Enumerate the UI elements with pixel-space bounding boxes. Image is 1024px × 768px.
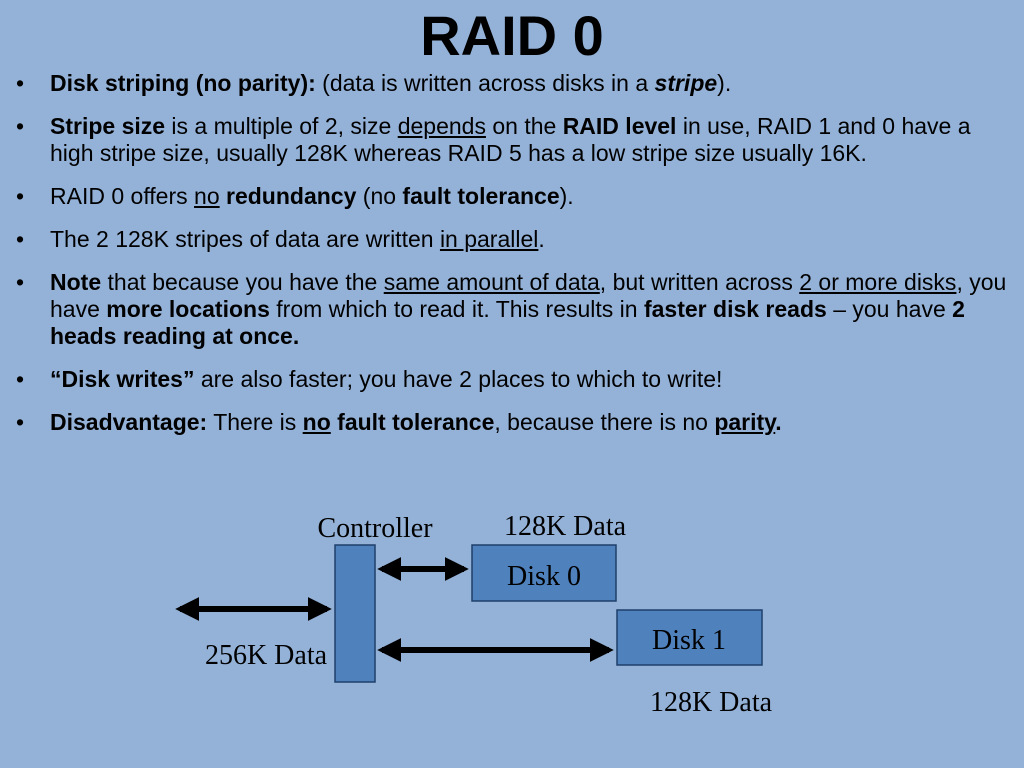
bullet-list: • Disk striping (no parity): (data is wri…: [16, 70, 1016, 452]
bullet-marker: •: [16, 70, 25, 96]
bullet-text-segment: Note: [50, 269, 102, 295]
bullet-text-segment: parity: [714, 409, 776, 435]
bullet-text-segment: 2 or more disks: [799, 269, 957, 295]
disk0-label: Disk 0: [507, 561, 581, 592]
bullet-item: • Disadvantage: There is no fault toleran…: [16, 409, 1016, 436]
bullet-item: •The 2 128K stripes of data are written …: [16, 226, 1016, 253]
bullet-text-segment: no: [194, 183, 220, 209]
bullet-text-segment: The 2 128K stripes of data are written: [50, 226, 440, 252]
bullet-text-segment: .: [538, 226, 545, 252]
bullet-marker: •: [16, 366, 25, 392]
bullet-text-segment: no: [302, 409, 331, 435]
bullet-text-segment: ).: [717, 70, 732, 96]
bullet-text-segment: There is: [207, 409, 303, 435]
bullet-text-segment: , because there is no: [494, 409, 715, 435]
bullet-text-segment: RAID 0 offers: [50, 183, 195, 209]
bullet-text-segment: Stripe size: [50, 113, 166, 139]
bullet-text-segment: is a multiple of 2, size: [165, 113, 398, 139]
bullet-text-segment: Disadvantage:: [50, 409, 208, 435]
bullet-text-segment: (no: [356, 183, 403, 209]
bullet-marker: •: [16, 226, 25, 252]
disk1-box: [616, 609, 763, 666]
bullet-item: • “Disk writes” are also faster; you have…: [16, 366, 1016, 393]
bullet-text-segment: in use, RAID 1 and 0 have a high stripe …: [50, 113, 971, 166]
bullet-item: • RAID 0 offers no redundancy (no fault t…: [16, 183, 1016, 210]
disk1-label: Disk 1: [652, 625, 726, 656]
bullet-text-segment: are also faster; you have 2 places to wh…: [194, 366, 723, 392]
bullet-text-segment: more locations: [106, 296, 270, 322]
disk1-data-label: 128K Data: [650, 687, 773, 718]
bullet-item: • Note that because you have the same amo…: [16, 269, 1016, 350]
bullet-text-segment: on the: [485, 113, 563, 139]
bullet-text-segment: RAID level: [562, 113, 677, 139]
disk0-box: [471, 544, 617, 602]
bullet-text-segment: 2 heads reading at once.: [50, 296, 965, 349]
bullet-text-segment: (data is written across disks in a: [315, 70, 655, 96]
disk0-data-label: 128K Data: [504, 511, 627, 542]
bullet-marker: •: [16, 113, 25, 139]
controller-box: [334, 544, 376, 683]
bullet-text-segment: same amount of data: [383, 269, 600, 295]
bullet-text-segment: .: [775, 409, 782, 435]
input-data-label: 256K Data: [205, 640, 328, 671]
page-title: RAID 0: [420, 4, 604, 67]
bullet-text-segment: that because you have the: [101, 269, 384, 295]
bullet-text-segment: , you have: [50, 269, 1007, 322]
bullet-text-segment: faster disk reads: [643, 296, 827, 322]
bullet-text-segment: ).: [559, 183, 574, 209]
bullet-item: • Stripe size is a multiple of 2, size de…: [16, 113, 1016, 167]
bullet-text-segment: from which to read it. This results in: [269, 296, 644, 322]
bullet-marker: •: [16, 183, 25, 209]
bullet-text-segment: depends: [397, 113, 486, 139]
bullet-text-segment: fault tolerance: [402, 183, 560, 209]
bullet-marker: •: [16, 269, 25, 295]
bullet-text-segment: fault tolerance: [337, 409, 495, 435]
bullet-text-segment: , but written across: [599, 269, 800, 295]
bullet-item: • Disk striping (no parity): (data is wri…: [16, 70, 1016, 97]
bullet-text-segment: “Disk writes”: [50, 366, 195, 392]
bullet-text-segment: redundancy: [226, 183, 357, 209]
bullet-marker: •: [16, 409, 25, 435]
bullet-text-segment: stripe: [654, 70, 718, 96]
bullet-text-segment: – you have: [826, 296, 953, 322]
bullet-text-segment: Disk striping (no parity):: [50, 70, 316, 96]
bullet-text-segment: in parallel: [439, 226, 539, 252]
controller-label: Controller: [317, 513, 433, 544]
